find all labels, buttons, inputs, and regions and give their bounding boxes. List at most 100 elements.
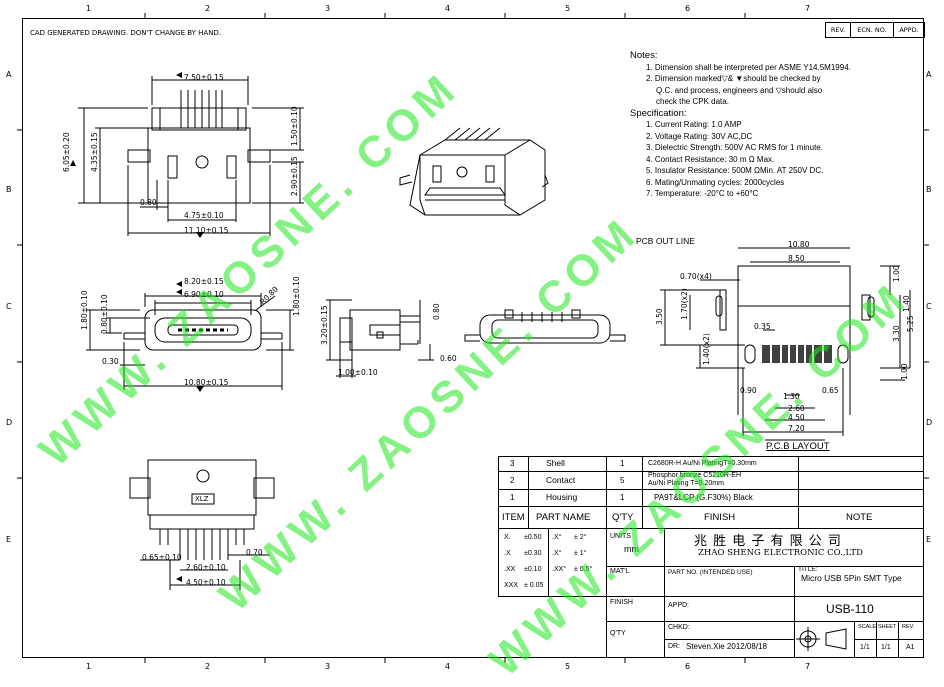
tol-cell: X. [504, 534, 511, 541]
bom-finish: C2680R-H Au/Ni PlatingT=0.30mm [648, 460, 757, 467]
bom-qty: 1 [620, 459, 625, 468]
bom-item: 3 [510, 459, 515, 468]
bom-header-part: PART NAME [536, 512, 591, 523]
zone-col: 6 [685, 4, 691, 13]
dim-label: 0.35 [754, 322, 771, 331]
title-label: TITLE: [798, 566, 818, 573]
dim-label: 11.10±0.15 [184, 226, 229, 235]
zone-row: A [6, 70, 12, 79]
tol-cell: .XX° [552, 566, 567, 573]
spec-item: 3. Dielectric Strength: 500V AC RMS for … [646, 143, 823, 152]
tol-cell: ± 0.05 [524, 582, 544, 589]
bom-finish: Au/Ni Plating T=0.20mm [648, 480, 724, 487]
bom-qty: 5 [620, 476, 625, 485]
zone-col: 3 [325, 662, 331, 671]
bom-header-note: NOTE [846, 512, 873, 523]
zone-col: 2 [205, 662, 211, 671]
notes-title: Notes: [630, 50, 658, 61]
zone-columns-top: 1 2 3 4 5 6 7 [0, 4, 944, 16]
zone-row: A [926, 70, 932, 79]
spec-item: 1. Current Rating: 1.0 AMP [646, 120, 742, 129]
dim-label: 2.60 [788, 404, 805, 413]
bom-item: 1 [510, 493, 515, 502]
dim-label: 1.00 [900, 363, 909, 380]
dim-label: 0.70(x4) [680, 272, 712, 281]
tol-cell: .X [504, 550, 511, 557]
projection-symbol-icon [796, 627, 847, 651]
bom-qty: 1 [620, 493, 625, 502]
title-block: 3 Shell 1 C2680R-H Au/Ni PlatingT=0.30mm… [498, 456, 924, 658]
units-label: UNITS [610, 533, 631, 540]
notes-block: Notes: 1. Dimension shall be interpreted… [630, 50, 851, 200]
zone-row: B [6, 185, 12, 194]
note-item: check the CPK data. [656, 97, 729, 106]
zone-col: 3 [325, 4, 331, 13]
dim-label: 0.90 [740, 386, 757, 395]
dim-label: 8.20±0.15 [184, 277, 224, 286]
dim-label: 6.90±0.10 [184, 290, 224, 299]
tol-cell: .X° [552, 550, 562, 557]
zone-col: 4 [445, 662, 451, 671]
zone-row: B [926, 185, 932, 194]
zone-col: 2 [205, 4, 211, 13]
zone-col: 4 [445, 4, 451, 13]
zone-row: D [926, 418, 933, 427]
rev-label: REV. [902, 624, 915, 630]
revision-table: REV. ECN. NO. APPD. [825, 22, 925, 38]
dim-label: 1.30 [783, 392, 800, 401]
dim-label: 1.70(x2) [680, 288, 689, 320]
dim-label: 4.50±0.10 [186, 578, 226, 587]
dim-label: 7.50±0.15 [184, 73, 224, 82]
spec-item: 2. Voltage Rating: 30V AC,DC [646, 131, 753, 141]
cad-note: CAD GENERATED DRAWING. DON'T CHANGE BY H… [30, 29, 222, 37]
dim-label: 1.80±0.10 [80, 290, 89, 330]
zone-col: 6 [685, 662, 691, 671]
matl-label: MAT'L [610, 568, 630, 575]
zone-col: 7 [805, 4, 811, 13]
dim-label: 3.20±0.15 [320, 305, 329, 345]
zone-row: E [926, 535, 932, 544]
appd-label: APPD: [668, 602, 690, 609]
bom-finish: PA9T&LCP (G.F30%) Black [654, 493, 753, 502]
tol-cell: XXX [504, 582, 519, 589]
dim-label: 0.80 [432, 303, 441, 320]
dim-label: 0.30 [102, 357, 119, 366]
drawing-frame [22, 18, 924, 658]
bom-header-finish: FINISH [704, 512, 736, 523]
zone-rows-left: A B C D E [6, 0, 20, 680]
dim-label: 7.20 [788, 424, 805, 433]
tol-cell: ± 1° [574, 550, 587, 557]
spec-item: 5. Insulator Resistance: 500M ΩMin. AT 2… [646, 166, 824, 175]
bom-part: Housing [546, 492, 578, 502]
tol-cell: ± 2° [574, 534, 587, 541]
dim-label: 0.80±0.10 [100, 294, 109, 334]
pcb-title: P.C.B LAYOUT [766, 441, 830, 452]
dim-label: 3.50 [655, 308, 664, 325]
bom-header-qty: Q'TY [612, 512, 634, 523]
tol-cell: ±0.10 [524, 566, 542, 573]
company-name-en: ZHAO SHENG ELECTRONIC CO.,LTD [698, 548, 863, 558]
pcb-outline-label: PCB OUT LINE [636, 236, 695, 246]
dim-label: 1.00 [892, 265, 901, 282]
dim-label: 4.50 [788, 413, 805, 422]
tol-cell: ±0.50 [524, 534, 542, 541]
tol-cell: ± 0.5° [574, 566, 593, 573]
dim-label: 2.60±0.10 [186, 563, 226, 572]
spec-item: 4. Contact Resistance: 30 m Ω Max. [646, 154, 775, 164]
units-value: mm [624, 544, 639, 554]
zone-columns-bottom: 1 2 3 4 5 6 7 [0, 662, 944, 674]
zone-rows-right: A B C D E [926, 0, 940, 680]
bom-part: Shell [546, 458, 565, 468]
dim-label: 0.65±0.10 [142, 553, 182, 562]
scale-label: SCALE [858, 624, 877, 630]
chkd-label: CHKD: [668, 624, 690, 631]
zone-row: C [6, 302, 12, 311]
dim-label: 10.80±0.15 [184, 378, 229, 387]
part-no-label: PART NO. (INTENDED USE) [668, 569, 753, 576]
drawing-title: Micro USB 5Pin SMT Type [801, 573, 902, 583]
dim-label: 8.50 [788, 254, 805, 263]
drafter: Steven.Xie 2012/08/18 [686, 642, 767, 651]
dim-label: 1.50±0.10 [290, 106, 299, 146]
rev-header: REV. [825, 22, 851, 38]
note-item: 2. Dimension marked▽& ▼should be checked… [646, 74, 821, 83]
